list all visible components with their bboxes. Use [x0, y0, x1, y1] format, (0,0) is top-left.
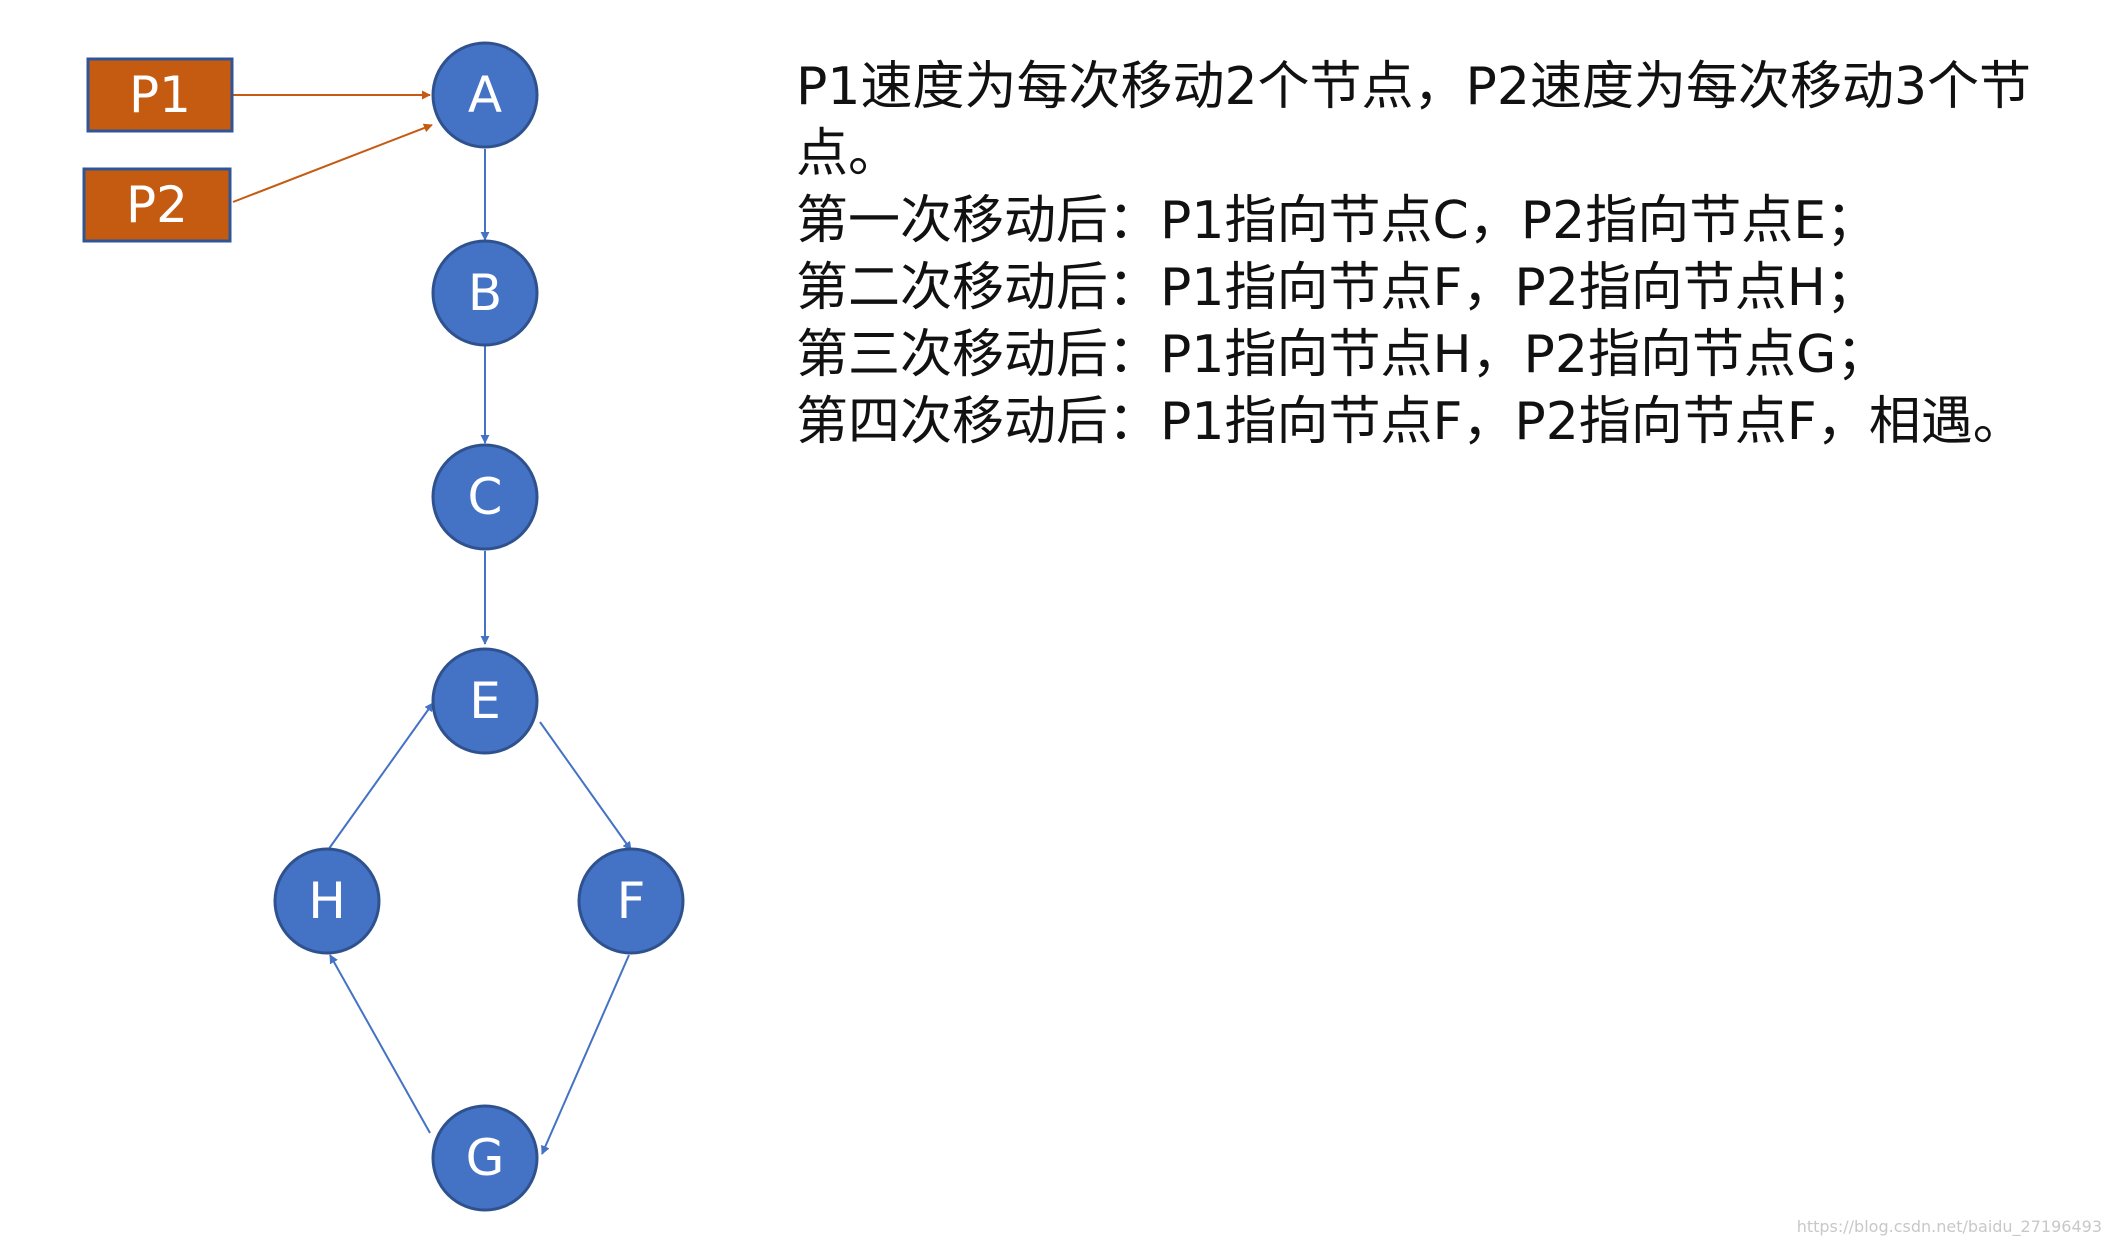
node-g-label: G: [466, 1129, 505, 1187]
pointer-p2-label: P2: [126, 176, 188, 234]
node-c-label: C: [468, 468, 503, 526]
node-h: H: [273, 847, 381, 955]
node-e: E: [431, 647, 539, 755]
explanation-text: P1速度为每次移动2个节点，P2速度为每次移动3个节点。 第一次移动后：P1指向…: [796, 54, 2096, 456]
edge-e-f: [539, 721, 632, 851]
edge-g-h: [329, 954, 431, 1134]
explanation-line-move-4: 第四次移动后：P1指向节点F，P2指向节点F，相遇。: [796, 392, 2025, 452]
node-g: G: [431, 1104, 539, 1212]
edge-f-g: [541, 954, 630, 1155]
node-f: F: [577, 847, 685, 955]
node-f-label: F: [617, 872, 646, 930]
node-c: C: [431, 443, 539, 551]
node-b-label: B: [468, 264, 502, 322]
explanation-line-move-1: 第一次移动后：P1指向节点C，P2指向节点E；: [796, 191, 1879, 251]
explanation-line-move-2: 第二次移动后：P1指向节点F，P2指向节点H；: [796, 258, 1878, 318]
explanation-line-speed: P1速度为每次移动2个节点，P2速度为每次移动3个节点。: [796, 57, 2032, 184]
pointer-p2: P2: [82, 167, 232, 243]
watermark: https://blog.csdn.net/baidu_27196493: [1796, 1217, 2102, 1236]
pointer-p1-label: P1: [129, 66, 191, 124]
pointer-p1: P1: [86, 57, 234, 133]
explanation-line-move-3: 第三次移动后：P1指向节点H，P2指向节点G；: [796, 325, 1889, 385]
node-a: A: [431, 41, 539, 149]
node-e-label: E: [469, 672, 501, 730]
node-h-label: H: [308, 872, 346, 930]
node-a-label: A: [468, 66, 502, 124]
pointer-edge-p2-a: [232, 123, 433, 203]
node-b: B: [431, 239, 539, 347]
edge-h-e: [327, 702, 434, 851]
